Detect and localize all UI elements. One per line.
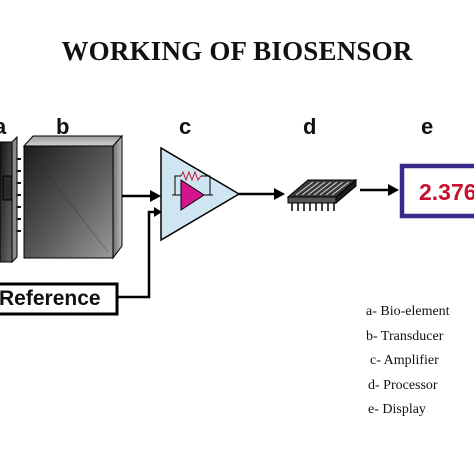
display-box [399,163,474,219]
stage-letter-b: b [56,114,70,139]
arrow-processor-to-display [360,184,399,196]
amplifier-block [160,146,241,242]
legend-item-amplifier: c- Amplifier [370,353,439,368]
arrow-amplifier-to-processor [239,188,285,200]
arrow-transducer-to-amplifier [122,190,161,202]
transducer-block [22,134,124,260]
display-value: 2.376 [419,179,474,205]
legend-item-processor: d- Processor [368,377,438,393]
reference-box [0,282,119,316]
legend-item-bio-element: a- Bio-element [366,304,450,319]
stage-letter-c: c [179,114,192,139]
reference-line [117,207,162,299]
legend-item-transducer: b- Transducer [366,328,444,344]
processor-chip [286,178,358,211]
reference-label: Reference [0,287,101,310]
bio-element-block [0,135,21,264]
stage-letter-d: d [303,114,317,139]
legend: a- Bio-element b- Transducer c- Amplifie… [366,300,450,423]
stage-letter-a: a [0,114,7,139]
legend-item-display: e- Display [368,402,426,417]
diagram-title: WORKING OF BIOSENSOR [61,36,413,66]
stage-letter-e: e [421,114,434,139]
